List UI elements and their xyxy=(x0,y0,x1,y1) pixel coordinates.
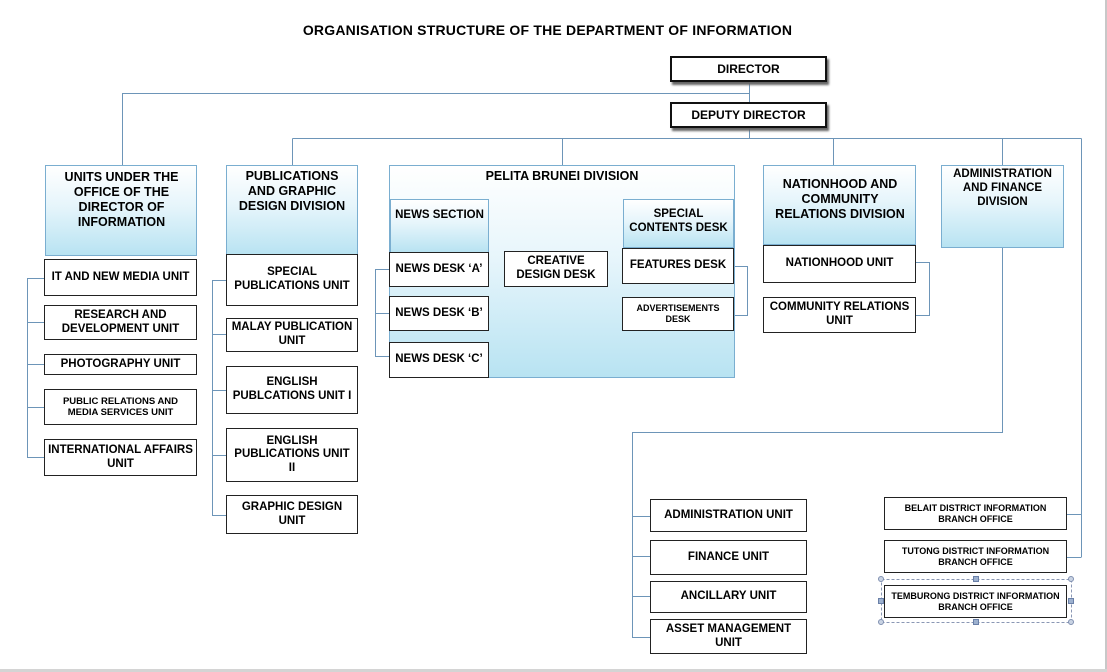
unit-administration[interactable]: ADMINISTRATION UNIT xyxy=(650,499,807,532)
unit-nationhood[interactable]: NATIONHOOD UNIT xyxy=(763,245,916,283)
desk-label: FEATURES DESK xyxy=(629,259,727,272)
unit-it-new-media[interactable]: IT AND NEW MEDIA UNIT xyxy=(44,259,197,296)
unit-public-relations[interactable]: PUBLIC RELATIONS AND MEDIA SERVICES UNIT xyxy=(44,389,197,425)
unit-photography[interactable]: PHOTOGRAPHY UNIT xyxy=(44,354,197,375)
unit-label: FINANCE UNIT xyxy=(687,550,770,563)
news-desk-b[interactable]: NEWS DESK ‘B’ xyxy=(389,296,489,331)
resize-handle[interactable] xyxy=(878,619,884,625)
unit-label: ANCILLARY UNIT xyxy=(680,590,777,603)
news-section-panel[interactable] xyxy=(390,199,489,253)
admin-finance-header: ADMINISTRATION AND FINANCE DIVISION xyxy=(953,168,1052,208)
chart-title: ORGANISATION STRUCTURE OF THE DEPARTMENT… xyxy=(302,22,793,38)
news-section-header: NEWS SECTION xyxy=(395,209,484,222)
desk-label: ADVERTISEMENTS DESK xyxy=(636,303,720,324)
office-label: BELAIT DISTRICT INFORMATION BRANCH OFFIC… xyxy=(904,502,1047,524)
unit-label: COMMUNITY RELATIONS UNIT xyxy=(769,301,910,327)
unit-label: MALAY PUBLICATION UNIT xyxy=(231,321,353,347)
unit-label: ENGLISH PUBLCATIONS UNIT I xyxy=(232,376,352,402)
unit-community-relations[interactable]: COMMUNITY RELATIONS UNIT xyxy=(763,297,916,333)
deputy-director-label: DEPUTY DIRECTOR xyxy=(691,107,806,122)
window-right-edge xyxy=(1105,0,1107,672)
publications-division[interactable] xyxy=(226,165,358,256)
special-contents-panel[interactable] xyxy=(623,199,734,248)
unit-malay-publication[interactable]: MALAY PUBLICATION UNIT xyxy=(226,318,358,352)
unit-label: IT AND NEW MEDIA UNIT xyxy=(51,270,190,283)
unit-label: GRAPHIC DESIGN UNIT xyxy=(241,500,343,527)
resize-handle[interactable] xyxy=(973,619,979,625)
unit-international-affairs[interactable]: INTERNATIONAL AFFAIRS UNIT xyxy=(44,439,197,476)
nationhood-division[interactable] xyxy=(763,165,916,245)
unit-special-publications[interactable]: SPECIAL PUBLICATIONS UNIT xyxy=(226,254,358,306)
temburong-district-office[interactable]: TEMBURONG DISTRICT INFORMATION BRANCH OF… xyxy=(884,585,1067,618)
desk-label: NEWS DESK ‘B’ xyxy=(395,306,483,319)
resize-handle[interactable] xyxy=(878,576,884,582)
office-label: TUTONG DISTRICT INFORMATION BRANCH OFFIC… xyxy=(901,545,1050,567)
deputy-director-box[interactable]: DEPUTY DIRECTOR xyxy=(670,102,827,128)
special-contents-header: SPECIAL CONTENTS DESK xyxy=(629,208,728,234)
desk-label: CREATIVE DESIGN DESK xyxy=(516,255,596,281)
unit-english-publications-1[interactable]: ENGLISH PUBLCATIONS UNIT I xyxy=(226,366,358,414)
window-bottom-edge xyxy=(0,669,1107,672)
director-label: DIRECTOR xyxy=(717,61,780,76)
unit-label: SPECIAL PUBLICATIONS UNIT xyxy=(234,266,350,292)
advertisements-desk[interactable]: ADVERTISEMENTS DESK xyxy=(622,297,734,331)
unit-label: RESEARCH AND DEVELOPMENT UNIT xyxy=(61,308,180,335)
unit-label: ASSET MANAGEMENT UNIT xyxy=(665,622,792,649)
news-desk-c[interactable]: NEWS DESK ‘C’ xyxy=(389,342,489,378)
news-desk-a[interactable]: NEWS DESK ‘A’ xyxy=(389,252,489,287)
resize-handle[interactable] xyxy=(1068,598,1074,604)
belait-district-office[interactable]: BELAIT DISTRICT INFORMATION BRANCH OFFIC… xyxy=(884,497,1067,530)
unit-label: ADMINISTRATION UNIT xyxy=(664,508,793,521)
resize-handle[interactable] xyxy=(1068,619,1074,625)
unit-asset-management[interactable]: ASSET MANAGEMENT UNIT xyxy=(650,619,807,654)
unit-finance[interactable]: FINANCE UNIT xyxy=(650,540,807,575)
desk-label: NEWS DESK ‘C’ xyxy=(395,353,483,366)
features-desk[interactable]: FEATURES DESK xyxy=(622,248,734,284)
resize-handle[interactable] xyxy=(1068,576,1074,582)
unit-label: PUBLIC RELATIONS AND MEDIA SERVICES UNIT xyxy=(62,395,179,418)
unit-label: NATIONHOOD UNIT xyxy=(785,257,894,270)
unit-label: PHOTOGRAPHY UNIT xyxy=(60,357,181,370)
tutong-district-office[interactable]: TUTONG DISTRICT INFORMATION BRANCH OFFIC… xyxy=(884,540,1067,573)
unit-label: INTERNATIONAL AFFAIRS UNIT xyxy=(48,443,193,470)
pelita-brunei-header: PELITA BRUNEI DIVISION xyxy=(485,168,639,183)
admin-finance-division[interactable] xyxy=(941,165,1064,248)
director-box[interactable]: DIRECTOR xyxy=(670,56,827,82)
resize-handle[interactable] xyxy=(878,598,884,604)
desk-label: NEWS DESK ‘A’ xyxy=(395,262,483,275)
creative-design-desk[interactable]: CREATIVE DESIGN DESK xyxy=(504,251,608,287)
office-label: TEMBURONG DISTRICT INFORMATION BRANCH OF… xyxy=(891,590,1060,612)
resize-handle[interactable] xyxy=(973,576,979,582)
units-director-header: UNITS UNDER THE OFFICE OF THE DIRECTOR O… xyxy=(64,170,179,229)
unit-english-publications-2[interactable]: ENGLISH PUBLICATIONS UNIT II xyxy=(226,428,358,482)
units-director-division[interactable] xyxy=(45,165,197,256)
unit-research-development[interactable]: RESEARCH AND DEVELOPMENT UNIT xyxy=(44,305,197,340)
unit-graphic-design[interactable]: GRAPHIC DESIGN UNIT xyxy=(226,495,358,534)
nationhood-header: NATIONHOOD AND COMMUNITY RELATIONS DIVIS… xyxy=(775,176,905,221)
unit-ancillary[interactable]: ANCILLARY UNIT xyxy=(650,581,807,613)
publications-header: PUBLICATIONS AND GRAPHIC DESIGN DIVISION xyxy=(238,168,346,213)
unit-label: ENGLISH PUBLICATIONS UNIT II xyxy=(234,434,350,474)
